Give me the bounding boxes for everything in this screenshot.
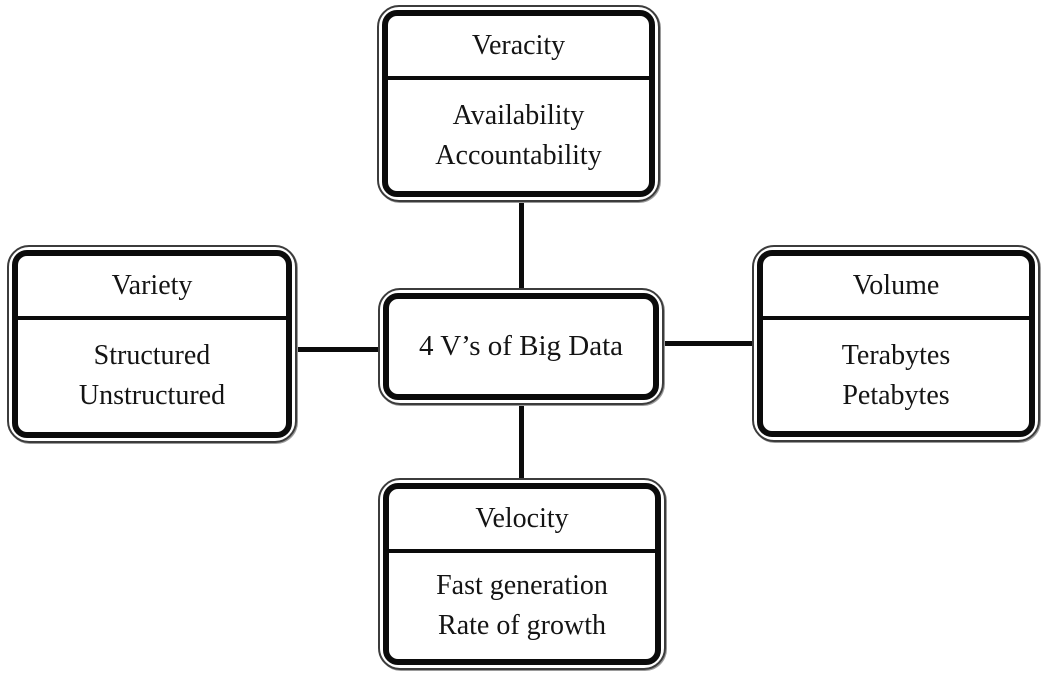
node-veracity-frame: Veracity Availability Accountability xyxy=(382,10,655,197)
node-center-label: 4 V’s of Big Data xyxy=(418,330,624,362)
node-volume-frame: Volume Terabytes Petabytes xyxy=(757,250,1035,437)
node-volume-item: Petabytes xyxy=(842,379,950,411)
node-variety-item: Unstructured xyxy=(78,380,226,411)
node-center: 4 V’s of Big Data xyxy=(378,288,664,405)
node-velocity-title: Velocity xyxy=(389,489,655,553)
node-veracity-body: Availability Accountability xyxy=(388,80,649,191)
node-veracity-title: Veracity xyxy=(388,16,649,80)
node-volume-title: Volume xyxy=(763,256,1029,320)
node-veracity: Veracity Availability Accountability xyxy=(377,5,660,202)
node-variety-title: Variety xyxy=(18,256,286,320)
connector-center-to-top xyxy=(519,198,524,292)
node-velocity-body: Fast generation Rate of growth xyxy=(389,553,655,659)
node-volume-item: Terabytes xyxy=(841,339,951,371)
node-variety: Variety Structured Unstructured xyxy=(7,245,297,443)
node-variety-body: Structured Unstructured xyxy=(18,320,286,432)
node-velocity-item: Rate of growth xyxy=(438,610,606,641)
node-velocity-frame: Velocity Fast generation Rate of growth xyxy=(383,483,661,665)
node-variety-item: Structured xyxy=(93,340,211,371)
node-velocity-item: Fast generation xyxy=(436,570,608,601)
connector-center-to-bottom xyxy=(519,402,524,482)
connector-center-to-right xyxy=(660,341,756,346)
node-volume-body: Terabytes Petabytes xyxy=(763,320,1029,431)
node-veracity-item: Accountability xyxy=(435,139,602,171)
connector-center-to-left xyxy=(293,347,383,352)
node-variety-frame: Variety Structured Unstructured xyxy=(12,250,292,438)
node-volume: Volume Terabytes Petabytes xyxy=(752,245,1040,442)
node-veracity-item: Availability xyxy=(452,99,585,131)
node-center-frame: 4 V’s of Big Data xyxy=(383,293,659,400)
node-velocity: Velocity Fast generation Rate of growth xyxy=(378,478,666,670)
